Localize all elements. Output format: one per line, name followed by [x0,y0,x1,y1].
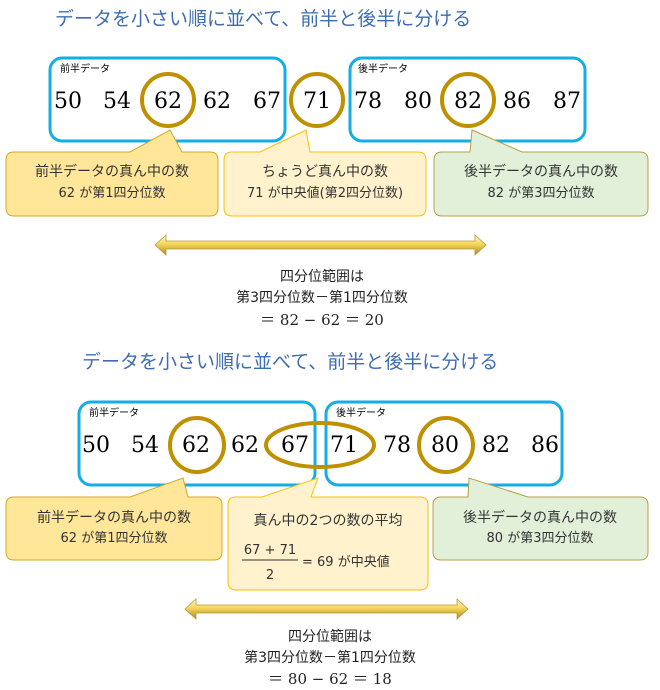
value: 67 [253,89,281,114]
value: 86 [503,89,531,114]
value: 78 [383,433,411,458]
upper-half-box [348,56,587,143]
median-callout-line1: 真ん中の2つの数の平均 [254,513,403,529]
fraction-denominator: 2 [266,568,274,583]
q1-callout [5,477,223,561]
value: 54 [131,433,159,458]
q1-callout-line2: 62 が第1四分位数 [59,186,166,201]
iqr-line2: 第3四分位数－第1四分位数 [244,649,416,666]
value: 78 [354,89,382,114]
value: 62 [154,89,182,114]
q1-callout-line1: 前半データの真ん中の数 [35,163,189,180]
range-double-arrow-icon [154,234,487,256]
upper-half-label: 後半データ [358,62,408,75]
median-callout-line1: ちょうど真ん中の数 [262,164,388,180]
value: 54 [103,89,131,114]
median-value: 71 [303,89,331,114]
iqr-line1: 四分位範囲は [280,268,364,285]
iqr-line2: 第3四分位数－第1四分位数 [236,289,408,306]
lower-values: 50 54 62 62 67 [54,89,281,114]
value: 80 [431,433,459,458]
value: 71 [330,433,358,458]
q3-callout-line1: 後半データの真ん中の数 [464,163,618,180]
fraction-numerator: 67 + 71 [244,543,296,558]
q3-highlight-circle [440,72,496,128]
q1-highlight-circle [140,72,196,128]
q3-highlight-circle [417,416,475,474]
median-callout [227,477,429,591]
q3-callout-line2: 82 が第3四分位数 [488,186,595,201]
median-highlight-circle [289,72,345,128]
lower-half-label: 前半データ [89,406,139,419]
section2-title: データを小さい順に並べて、前半と後半に分ける [82,351,498,373]
q1-callout [5,129,219,217]
q1-callout-line2: 62 が第1四分位数 [61,531,168,546]
q1-highlight-circle [168,416,226,474]
q1-callout-line1: 前半データの真ん中の数 [37,509,191,526]
upper-half-label: 後半データ [336,406,386,419]
upper-values: 78 80 82 86 87 [354,89,581,114]
q3-callout [432,477,649,561]
section1-title: データを小さい順に並べて、前半と後半に分ける [55,8,471,30]
median-callout [223,129,427,217]
upper-half-box [324,400,564,487]
lower-half-box [77,400,317,487]
value: 50 [54,89,82,114]
value: 62 [203,89,231,114]
q3-callout [433,129,649,217]
value: 82 [454,89,482,114]
section-even-count: データを小さい順に並べて、前半と後半に分ける 前半データ 50 54 62 62… [5,351,649,688]
lower-half-label: 前半データ [60,62,110,75]
iqr-line1: 四分位範囲は [288,628,372,645]
q3-callout-line1: 後半データの真ん中の数 [463,509,617,526]
q3-callout-line2: 80 が第3四分位数 [487,531,594,546]
value: 62 [231,433,259,458]
median-highlight-ellipse [264,421,376,469]
value: 87 [553,89,581,114]
section-odd-count: データを小さい順に並べて、前半と後半に分ける 前半データ 50 54 62 62… [5,8,649,329]
median-callout-result: = 69 が中央値 [302,554,390,570]
iqr-line3: ＝ 80 − 62 ＝ 18 [268,670,392,688]
value: 82 [482,433,510,458]
upper-values: 71 78 80 82 86 [330,433,559,458]
range-double-arrow-icon [184,598,469,620]
value: 80 [404,89,432,114]
value: 86 [531,433,559,458]
lower-values: 50 54 62 62 67 [82,433,309,458]
iqr-line3: ＝ 82 − 62 ＝ 20 [260,311,384,329]
median-callout-line2: 71 が中央値(第2四分位数) [247,185,403,201]
value: 62 [182,433,210,458]
value: 67 [281,433,309,458]
value: 50 [82,433,110,458]
